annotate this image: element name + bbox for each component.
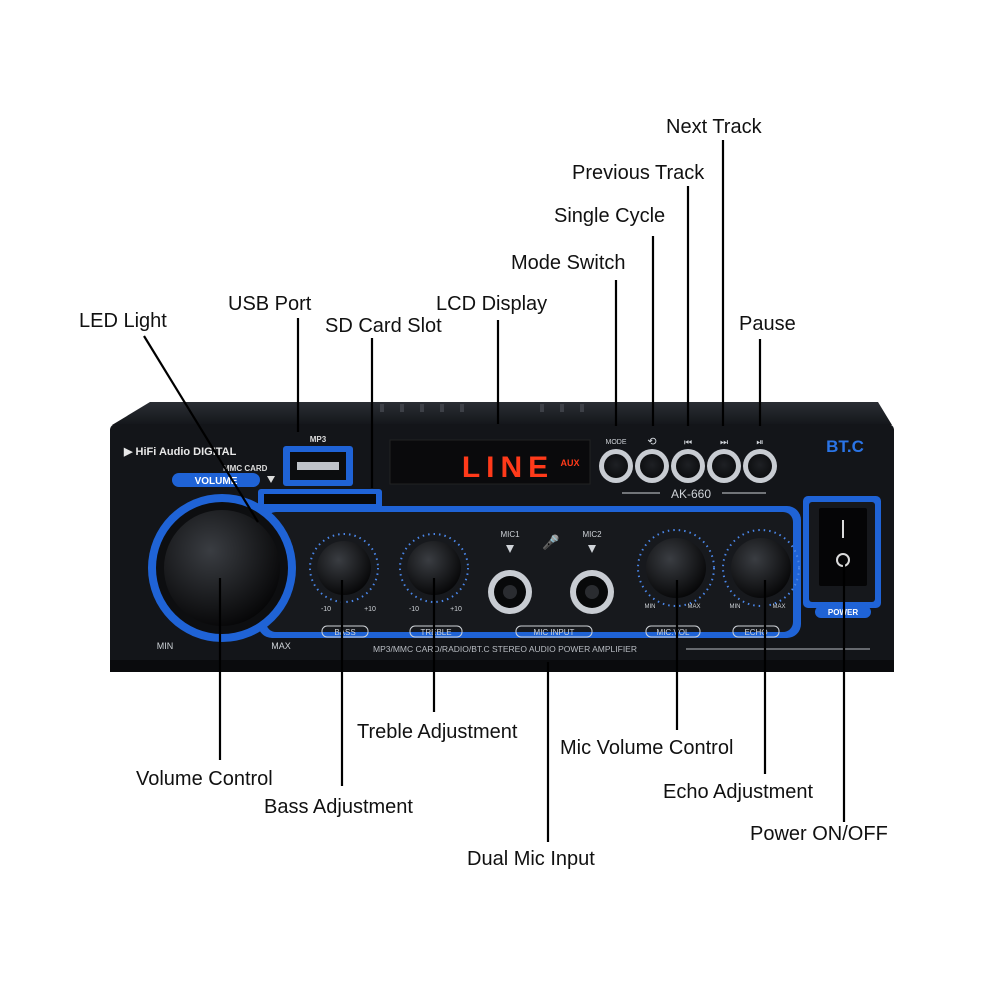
previous-track-button[interactable] — [671, 449, 705, 483]
callout-dual-mic-input: Dual Mic Input — [467, 848, 595, 870]
callout-usb-port: USB Port — [228, 293, 312, 315]
pause-button[interactable] — [743, 449, 777, 483]
leader-led-light — [143, 335, 259, 523]
mmc-card-label: MMC CARD — [223, 464, 268, 473]
treble-label: TREBLE — [420, 628, 451, 637]
callout-single-cycle: Single Cycle — [554, 205, 666, 227]
mic1-jack[interactable] — [488, 570, 532, 614]
microphone-icon: 🎤 — [542, 533, 560, 551]
volume-badge — [172, 473, 260, 487]
next-track-button[interactable] — [707, 449, 741, 483]
callout-lcd-display: LCD Display — [436, 293, 548, 315]
bottom-descriptor: MP3/MMC CARD/RADIO/BT.C STEREO AUDIO POW… — [373, 644, 637, 654]
bass-knob[interactable] — [309, 533, 379, 603]
callout-next-track: Next Track — [666, 116, 762, 138]
bass-minus-label: -10 — [321, 606, 331, 613]
lcd-aux: AUX — [560, 458, 579, 468]
callout-treble-adjustment: Treble Adjustment — [357, 721, 518, 743]
echo-min-label: MIN — [730, 604, 741, 610]
callout-led-light: LED Light — [79, 310, 167, 332]
brand-label: ▶ HiFi Audio DIGITAL — [123, 446, 237, 458]
mic1-label: MIC1 — [500, 530, 520, 539]
repeat-icon: ⟲ — [647, 436, 656, 448]
echo-max-label: MAX — [772, 604, 785, 610]
callout-previous-track: Previous Track — [572, 162, 705, 184]
mic2-arrow-icon — [588, 545, 596, 553]
callout-echo-adjustment: Echo Adjustment — [663, 781, 814, 803]
callout-mic-volume-control: Mic Volume Control — [560, 737, 734, 759]
callout-pause: Pause — [739, 313, 796, 335]
volume-min-label: MIN — [157, 641, 174, 651]
lcd-display: LINE AUX — [389, 439, 591, 485]
callout-power-on-off: Power ON/OFF — [750, 823, 888, 845]
bt-label: BT.C — [826, 437, 864, 456]
lcd-text: LINE — [462, 451, 554, 484]
power-switch[interactable]: POWER — [803, 496, 881, 618]
model-label: AK-660 — [671, 487, 711, 501]
mp3-label: MP3 — [310, 435, 327, 444]
mode-button-label: MODE — [606, 439, 627, 446]
play-pause-icon: ⏯ — [756, 437, 763, 447]
mic-volume-knob[interactable] — [637, 529, 715, 607]
mode-button[interactable] — [599, 449, 633, 483]
treble-knob[interactable] — [399, 533, 469, 603]
transport-buttons: MODE ⟲ ⏮ ⏭ ⏯ AK-660 — [599, 436, 777, 501]
echo-knob[interactable] — [722, 529, 800, 607]
volume-max-label: MAX — [271, 641, 291, 651]
next-icon: ⏭ — [720, 437, 728, 447]
mic-input-label: MIC INPUT — [534, 628, 575, 637]
callout-mode-switch: Mode Switch — [511, 252, 626, 274]
treble-minus-label: -10 — [409, 606, 419, 613]
callout-volume-control: Volume Control — [136, 768, 273, 790]
micvol-max-label: MAX — [687, 604, 700, 610]
callout-sd-card-slot: SD Card Slot — [325, 315, 442, 337]
bass-label: BASS — [334, 628, 355, 637]
mic1-arrow-icon — [506, 545, 514, 553]
previous-icon: ⏮ — [684, 437, 692, 447]
mic-vol-label: MIC.VOL — [657, 628, 690, 637]
mic2-jack[interactable] — [570, 570, 614, 614]
sd-card-slot[interactable] — [258, 489, 382, 509]
arrow-down-icon — [267, 476, 275, 483]
usb-port[interactable]: MP3 — [283, 435, 353, 486]
callout-bass-adjustment: Bass Adjustment — [264, 796, 413, 818]
bass-plus-label: +10 — [364, 606, 376, 613]
volume-badge-label: VOLUME — [195, 476, 238, 487]
micvol-min-label: MIN — [645, 604, 656, 610]
mic2-label: MIC2 — [582, 530, 602, 539]
single-cycle-button[interactable] — [635, 449, 669, 483]
leader-lines — [143, 140, 846, 842]
volume-knob[interactable] — [148, 494, 296, 642]
echo-label: ECHO — [744, 628, 767, 637]
treble-plus-label: +10 — [450, 606, 462, 613]
